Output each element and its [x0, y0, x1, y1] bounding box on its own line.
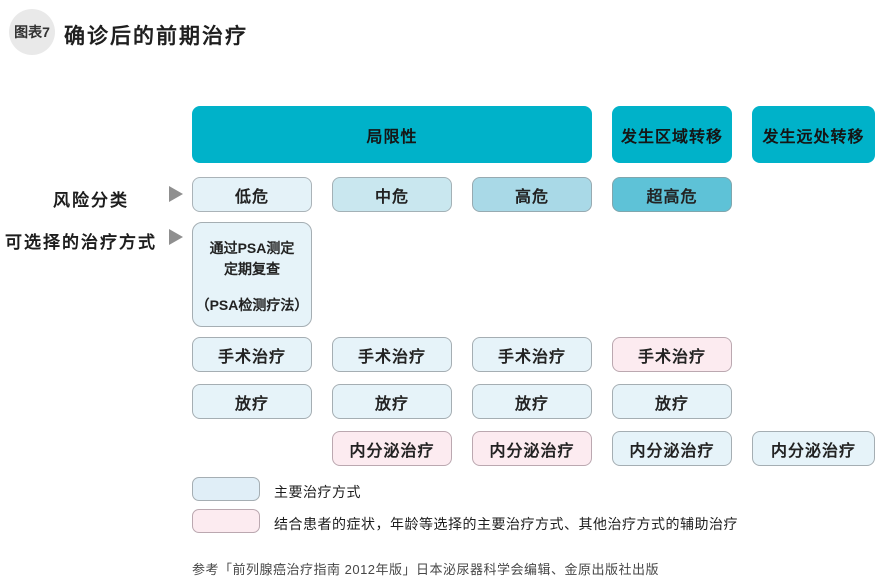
arrow-right-icon — [169, 229, 183, 245]
legend-label-primary: 主要治疗方式 — [274, 484, 361, 500]
arrow-right-icon — [169, 186, 183, 202]
treatment-cell-radiotherapy-high: 放疗 — [472, 384, 592, 419]
psa-line-3: （PSA检测疗法） — [195, 297, 309, 313]
stage-header-regional-metastasis: 发生区域转移 — [612, 106, 732, 163]
treatment-cell-endocrine-regional: 内分泌治疗 — [612, 431, 732, 466]
risk-classification-label: 风险分类 — [53, 191, 129, 210]
treatment-cell-endocrine-intermediate: 内分泌治疗 — [332, 431, 452, 466]
treatment-cell-radiotherapy-intermediate: 放疗 — [332, 384, 452, 419]
page-title: 确诊后的前期治疗 — [64, 25, 248, 48]
treatment-cell-radiotherapy-very-high: 放疗 — [612, 384, 732, 419]
psa-line-2: 定期复查 — [224, 261, 280, 277]
treatment-cell-radiotherapy-low: 放疗 — [192, 384, 312, 419]
reference-note: 参考「前列腺癌治疗指南 2012年版」日本泌尿器科学会编辑、金原出版社出版 — [192, 562, 660, 577]
legend-swatch-conditional — [192, 509, 260, 533]
figure-number-badge: 图表7 — [9, 9, 55, 55]
risk-box-low: 低危 — [192, 177, 312, 212]
stage-header-localized: 局限性 — [192, 106, 592, 163]
risk-box-very-high: 超高危 — [612, 177, 732, 212]
treatment-cell-surgery-low: 手术治疗 — [192, 337, 312, 372]
legend-swatch-primary — [192, 477, 260, 501]
treatment-cell-surgery-high: 手术治疗 — [472, 337, 592, 372]
risk-box-intermediate: 中危 — [332, 177, 452, 212]
treatment-cell-endocrine-distant: 内分泌治疗 — [752, 431, 875, 466]
risk-box-high: 高危 — [472, 177, 592, 212]
treatment-cell-endocrine-high: 内分泌治疗 — [472, 431, 592, 466]
stage-header-distant-metastasis: 发生远处转移 — [752, 106, 875, 163]
treatment-options-label: 可选择的治疗方式 — [5, 233, 157, 252]
psa-line-1: 通过PSA测定 — [209, 240, 295, 256]
treatment-cell-surgery-very-high: 手术治疗 — [612, 337, 732, 372]
psa-surveillance-box: 通过PSA测定 定期复查 （PSA检测疗法） — [192, 222, 312, 327]
treatment-cell-surgery-intermediate: 手术治疗 — [332, 337, 452, 372]
figure-number-label: 图表7 — [14, 24, 50, 40]
legend-label-conditional: 结合患者的症状，年龄等选择的主要治疗方式、其他治疗方式的辅助治疗 — [274, 516, 738, 532]
